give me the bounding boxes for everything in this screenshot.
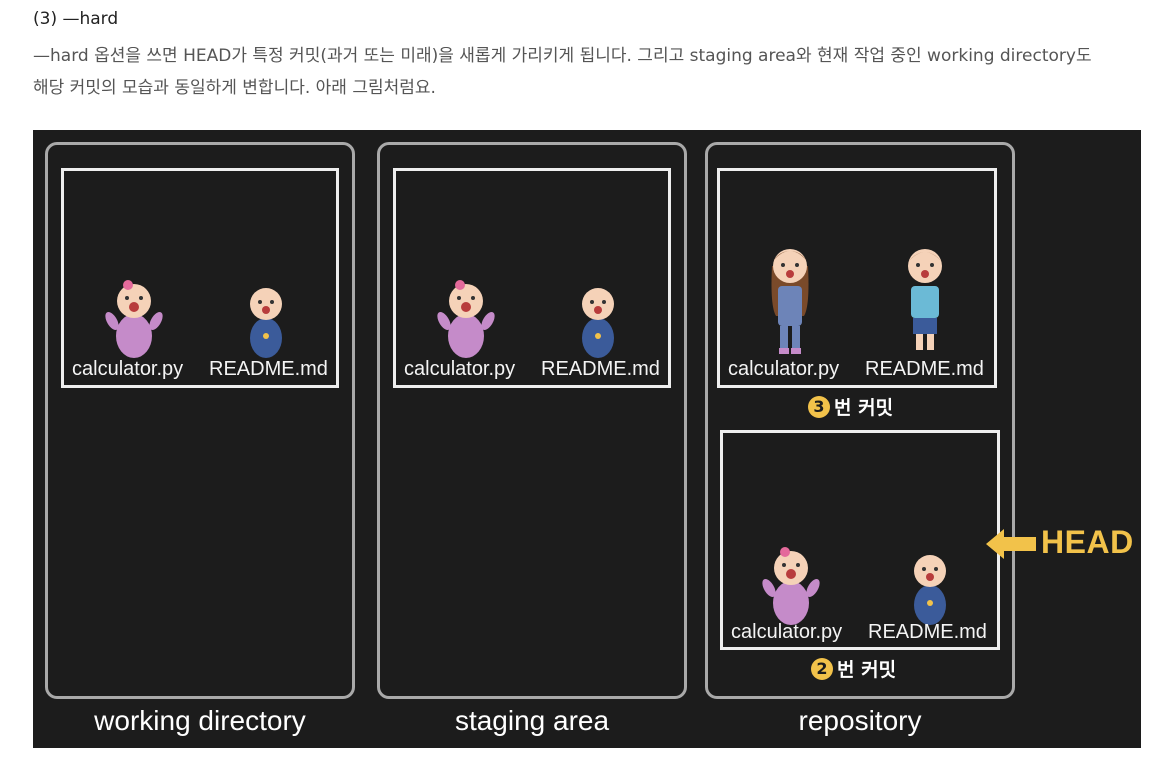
panel-caption: repository [798,705,922,736]
panel-caption: staging area [454,705,610,736]
baby-girl-icon [437,280,495,358]
description-paragraph: —hard 옵션을 쓰면 HEAD가 특정 커밋(과거 또는 미래)을 새롭게 … [33,40,1153,104]
working-directory-files-box: calculator.py README.md [61,168,339,388]
baby-boy-icon [250,288,282,358]
head-arrow-icon [986,529,1036,559]
panel-caption: working directory [94,705,306,736]
staging-area-panel [377,142,687,699]
commit-label-text: 번 커밋 [834,397,894,419]
file-label-readme: README.md [868,621,987,643]
file-label-calculator: calculator.py [72,358,184,380]
baby-boy-icon [914,555,946,625]
commit-3-label: 3 번 커밋 [808,393,893,420]
head-label: HEAD [1041,524,1134,560]
staging-area-files-box: calculator.py README.md [393,168,671,388]
girl-icon [771,249,809,354]
file-label-readme: README.md [865,358,984,380]
baby-girl-icon [762,547,820,625]
file-label-readme: README.md [541,358,660,380]
commit-number-badge: 3 [808,395,830,418]
commit-3-box: calculator.py README.md [717,168,997,388]
baby-girl-icon [105,280,163,358]
file-label-readme: README.md [209,358,328,380]
file-label-calculator: calculator.py [404,358,516,380]
working-directory-panel [45,142,355,699]
paragraph-line: —hard 옵션을 쓰면 HEAD가 특정 커밋(과거 또는 미래)을 새롭게 … [33,46,1092,66]
paragraph-line: 해당 커밋의 모습과 동일하게 변합니다. 아래 그림처럼요. [33,78,436,98]
git-reset-hard-diagram: calculator.py README.md working director… [33,130,1141,748]
file-label-calculator: calculator.py [728,358,840,380]
repository-panel [705,142,1015,699]
section-heading: (3) —hard [33,9,119,29]
commit-2-box: calculator.py README.md [720,430,1000,650]
file-label-calculator: calculator.py [731,621,843,643]
commit-2-label: 2 번 커밋 [811,655,896,682]
commit-label-text: 번 커밋 [837,659,897,681]
commit-number-badge: 2 [811,657,833,680]
boy-icon [908,249,942,350]
baby-boy-icon [582,288,614,358]
